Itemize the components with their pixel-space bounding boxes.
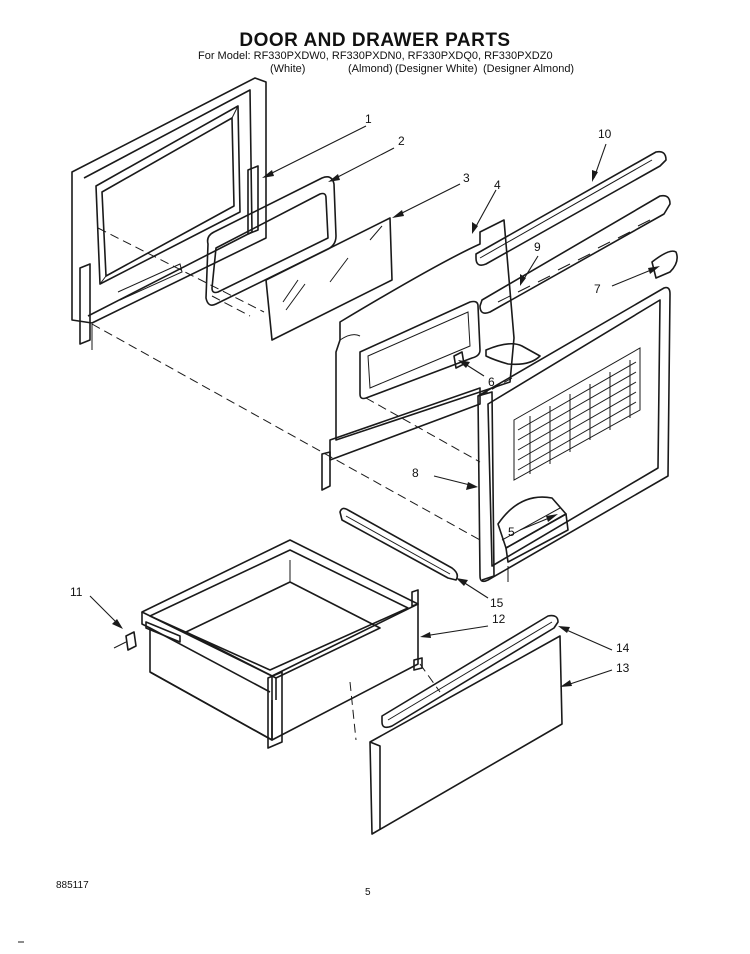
color-almond: (Almond) [348,63,393,75]
drawer-bracket [125,631,137,651]
callout-3: 3 [463,171,470,185]
door-glass [265,217,393,341]
outer-door-panel [71,77,267,345]
drawer-trim [381,614,559,729]
callout-7: 7 [594,282,601,296]
callout-13: 13 [616,661,630,675]
callout-6: 6 [488,375,495,389]
door-gasket [205,176,337,306]
callout-15: 15 [490,596,504,610]
callout-12: 12 [492,612,506,626]
page-number: 5 [365,887,371,898]
callout-11: 11 [70,585,83,599]
inner-door-liner [321,219,515,491]
door-inner-panel [477,286,671,583]
callout-9: 9 [534,240,541,254]
door-vent [479,194,671,314]
vent-trim [475,150,667,266]
color-list: (White) (Almond) (Designer White) (Desig… [198,63,574,123]
page-title: DOOR AND DRAWER PARTS [239,30,511,51]
drawer-body [141,539,423,749]
callout-2: 2 [398,134,405,148]
leader-lines [89,125,660,687]
callout-14: 14 [616,641,630,655]
model-list: For Model: RF330PXDW0, RF330PXDN0, RF330… [198,50,553,62]
callout-4: 4 [494,178,501,192]
callout-8: 8 [412,466,419,480]
color-designer-almond: (Designer Almond) [483,63,575,75]
drawer-slide [339,507,459,581]
drawer-front [369,635,563,835]
callout-1: 1 [365,112,372,126]
doc-number: 885117 [56,880,89,891]
callout-5: 5 [508,525,515,539]
color-designer-white: (Designer White) [395,63,478,75]
assembly-lines [91,227,513,741]
callout-10: 10 [598,127,612,141]
door-bracket [485,250,678,366]
door-clip [453,351,465,369]
color-white: (White) [270,63,306,75]
